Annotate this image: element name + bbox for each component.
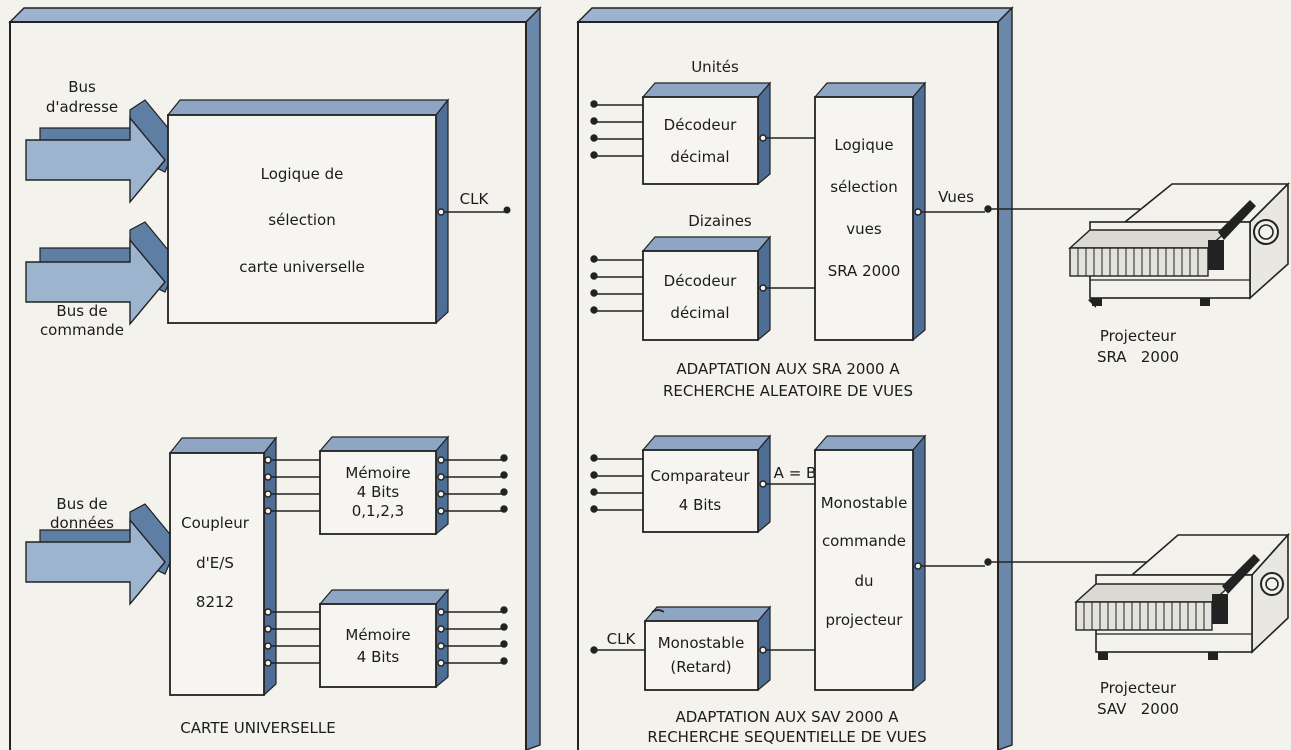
decoder2-line-2: décimal <box>670 304 729 322</box>
monostable-cmd-line-1: Monostable <box>821 494 908 512</box>
comparator-block <box>641 434 772 534</box>
decoder-block-1 <box>641 81 772 186</box>
views-output-label: Vues <box>938 188 974 206</box>
monostable-cmd-line-4: projecteur <box>826 611 904 629</box>
decoder2-line-1: Décodeur <box>664 272 737 290</box>
bus-command-label-1: Bus de <box>56 302 107 320</box>
left-panel-title: CARTE UNIVERSELLE <box>180 719 335 737</box>
coupler-memory-wires <box>264 456 320 667</box>
selection-logic-line-1: Logique de <box>261 165 344 183</box>
view-logic-line-4: SRA 2000 <box>828 262 901 280</box>
monostable-cmd-line-2: commande <box>822 532 906 550</box>
memory2-line-2: 4 Bits <box>357 648 400 666</box>
memory1-line-2: 4 Bits <box>357 483 400 501</box>
coupler-line-2: d'E/S <box>196 554 234 572</box>
tens-label: Dizaines <box>688 212 752 230</box>
memory2-line-1: Mémoire <box>345 626 410 644</box>
view-selection-logic-block <box>813 81 927 342</box>
view-logic-line-1: Logique <box>834 136 893 154</box>
clk-output-label: CLK <box>460 190 490 208</box>
selection-logic-block <box>166 98 450 325</box>
clk-input-label: CLK <box>607 630 637 648</box>
monostable-command-block <box>813 434 927 692</box>
sav-caption-line-2: RECHERCHE SEQUENTIELLE DE VUES <box>647 728 926 746</box>
selection-logic-line-3: carte universelle <box>239 258 365 276</box>
bus-data-label-1: Bus de <box>56 495 107 513</box>
bus-data-arrow <box>25 503 179 606</box>
a-equals-b-label: A = B <box>774 464 817 482</box>
bus-command-label-2: commande <box>40 321 124 339</box>
projector-sra-line-2: SRA 2000 <box>1097 348 1179 366</box>
coupler-line-3: 8212 <box>196 593 234 611</box>
view-logic-line-3: vues <box>846 220 882 238</box>
units-label: Unités <box>691 58 739 76</box>
bus-address-label-1: Bus <box>68 78 96 96</box>
coupler-line-1: Coupleur <box>181 514 250 532</box>
comparator-line-1: Comparateur <box>650 467 750 485</box>
bus-address-label-2: d'adresse <box>46 98 118 116</box>
monostable-cmd-line-3: du <box>854 572 873 590</box>
monostable-delay-block <box>643 605 772 692</box>
sra-caption-line-1: ADAPTATION AUX SRA 2000 A <box>676 360 900 378</box>
decoder1-line-1: Décodeur <box>664 116 737 134</box>
selection-logic-line-2: sélection <box>268 211 335 229</box>
decoder-block-2 <box>641 235 772 342</box>
comparator-input-wires <box>590 454 643 513</box>
decoder1-line-2: décimal <box>670 148 729 166</box>
projector-sav-line-2: SAV 2000 <box>1097 700 1179 718</box>
memory1-line-1: Mémoire <box>345 464 410 482</box>
sav-caption-line-1: ADAPTATION AUX SAV 2000 A <box>676 708 900 726</box>
projector-sav-illustration <box>1074 532 1290 660</box>
sra-caption-line-2: RECHERCHE ALEATOIRE DE VUES <box>663 382 913 400</box>
memory-block-1 <box>318 435 450 536</box>
bus-data-label-2: données <box>50 514 114 532</box>
monostable-delay-line-1: Monostable <box>658 634 745 652</box>
memory-output-wires <box>437 454 508 667</box>
view-logic-line-2: sélection <box>830 178 897 196</box>
memory1-line-3: 0,1,2,3 <box>352 502 404 520</box>
coupler-block <box>168 436 278 697</box>
projector-sra-illustration <box>1068 182 1290 308</box>
comparator-line-2: 4 Bits <box>679 496 722 514</box>
monostable-delay-line-2: (Retard) <box>670 658 731 676</box>
projector-sra-line-1: Projecteur <box>1100 327 1177 345</box>
decoder-input-wires <box>590 100 643 314</box>
projector-sav-line-1: Projecteur <box>1100 679 1177 697</box>
